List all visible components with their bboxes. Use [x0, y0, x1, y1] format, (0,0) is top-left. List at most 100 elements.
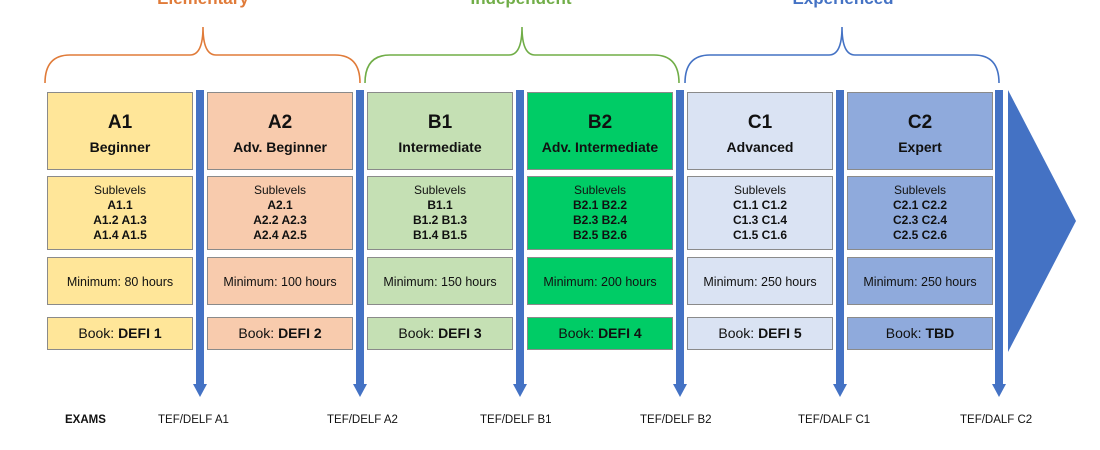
level-code: A1 [107, 112, 133, 133]
book-label: Book: [398, 325, 439, 341]
sublevels-title: Sublevels [93, 183, 147, 197]
sublevel-line: C2.3 C2.4 [892, 213, 948, 227]
book-text: Book: DEFI 4 [528, 324, 672, 342]
level-code: B1 [427, 112, 453, 133]
book-title: DEFI 3 [438, 325, 482, 341]
sublevel-line: B1.4 B1.5 [412, 228, 468, 242]
brace-experienced [684, 26, 1000, 84]
book-label: Book: [885, 325, 926, 341]
sublevel-line: A2.1 [267, 198, 293, 212]
brace-elementary [44, 26, 361, 84]
book-title: DEFI 1 [118, 325, 162, 341]
minimum-hours-text: Minimum: 250 hours [863, 275, 977, 289]
level-name: Beginner [89, 139, 151, 155]
level-code: C2 [907, 112, 933, 133]
sublevel-line: C2.1 C2.2 [892, 198, 948, 212]
group-title-independent: Independent [421, 0, 621, 11]
group-title-elementary: Elementary [103, 0, 303, 11]
book-label: Book: [558, 325, 599, 341]
minimum-hours-text: Minimum: 80 hours [66, 275, 174, 289]
level-name: Adv. Intermediate [541, 139, 659, 155]
exam-a1: TEF/DELF A1 [158, 414, 229, 426]
book-box-c1: Book: DEFI 5 [687, 317, 833, 350]
brace-independent [364, 26, 680, 84]
book-box-b1: Book: DEFI 3 [367, 317, 513, 350]
exam-arrow-4 [673, 90, 687, 397]
minimum-hours-c2: Minimum: 250 hours [847, 257, 993, 305]
minimum-hours-text: Minimum: 100 hours [223, 275, 337, 289]
book-title: TBD [925, 325, 955, 341]
sublevels-title: Sublevels [573, 183, 627, 197]
book-text: Book: DEFI 3 [368, 324, 512, 342]
book-text: Book: TBD [848, 324, 992, 342]
sublevel-line: C1.5 C1.6 [732, 228, 788, 242]
minimum-hours-a2: Minimum: 100 hours [207, 257, 353, 305]
exam-arrow-2 [353, 90, 367, 397]
book-title: DEFI 4 [598, 325, 642, 341]
sublevel-line: C1.1 C1.2 [732, 198, 788, 212]
book-label: Book: [78, 325, 119, 341]
level-name: Expert [898, 139, 942, 155]
exam-b2: TEF/DELF B2 [640, 414, 712, 426]
level-name: Adv. Beginner [233, 139, 327, 155]
exams-heading: EXAMS [65, 414, 106, 426]
level-name: Intermediate [398, 139, 482, 155]
book-box-b2: Book: DEFI 4 [527, 317, 673, 350]
minimum-hours-b2: Minimum: 200 hours [527, 257, 673, 305]
sublevel-line: A2.2 A2.3 [253, 213, 307, 227]
sublevel-line: B2.3 B2.4 [572, 213, 628, 227]
sublevel-line: B1.1 [427, 198, 453, 212]
sublevels-title: Sublevels [733, 183, 787, 197]
sublevel-line: A1.4 A1.5 [93, 228, 147, 242]
book-label: Book: [718, 325, 759, 341]
minimum-hours-text: Minimum: 150 hours [383, 275, 497, 289]
minimum-hours-c1: Minimum: 250 hours [687, 257, 833, 305]
sublevel-line: B2.1 B2.2 [572, 198, 628, 212]
exam-arrow-6 [992, 90, 1006, 397]
level-name: Advanced [726, 139, 794, 155]
sublevels-title: Sublevels [253, 183, 307, 197]
exam-c2: TEF/DALF C2 [960, 414, 1033, 426]
exam-arrow-1 [193, 90, 207, 397]
progression-arrow [1008, 90, 1076, 352]
sublevel-line: A1.1 [107, 198, 133, 212]
sublevel-line: B1.2 B1.3 [412, 213, 468, 227]
level-code: B2 [587, 112, 613, 133]
sublevel-line: C1.3 C1.4 [732, 213, 788, 227]
book-label: Book: [238, 325, 279, 341]
sublevel-line: C2.5 C2.6 [892, 228, 948, 242]
exam-arrow-3 [513, 90, 527, 397]
exam-arrow-5 [833, 90, 847, 397]
book-text: Book: DEFI 1 [48, 324, 192, 342]
exam-c1: TEF/DALF C1 [798, 414, 871, 426]
minimum-hours-text: Minimum: 250 hours [703, 275, 817, 289]
group-braces [44, 26, 1000, 84]
book-title: DEFI 5 [758, 325, 802, 341]
level-code: C1 [747, 112, 773, 133]
book-box-c2: Book: TBD [847, 317, 993, 350]
sublevel-line: A2.4 A2.5 [253, 228, 307, 242]
exam-b1: TEF/DELF B1 [480, 414, 552, 426]
book-title: DEFI 2 [278, 325, 322, 341]
minimum-hours-text: Minimum: 200 hours [543, 275, 657, 289]
group-title-experienced: Experienced [743, 0, 943, 11]
book-text: Book: DEFI 2 [208, 324, 352, 342]
level-code: A2 [267, 112, 293, 133]
book-box-a1: Book: DEFI 1 [47, 317, 193, 350]
minimum-hours-a1: Minimum: 80 hours [47, 257, 193, 305]
sublevels-title: Sublevels [893, 183, 947, 197]
exam-a2: TEF/DELF A2 [327, 414, 398, 426]
sublevel-line: A1.2 A1.3 [93, 213, 147, 227]
sublevel-line: B2.5 B2.6 [572, 228, 628, 242]
